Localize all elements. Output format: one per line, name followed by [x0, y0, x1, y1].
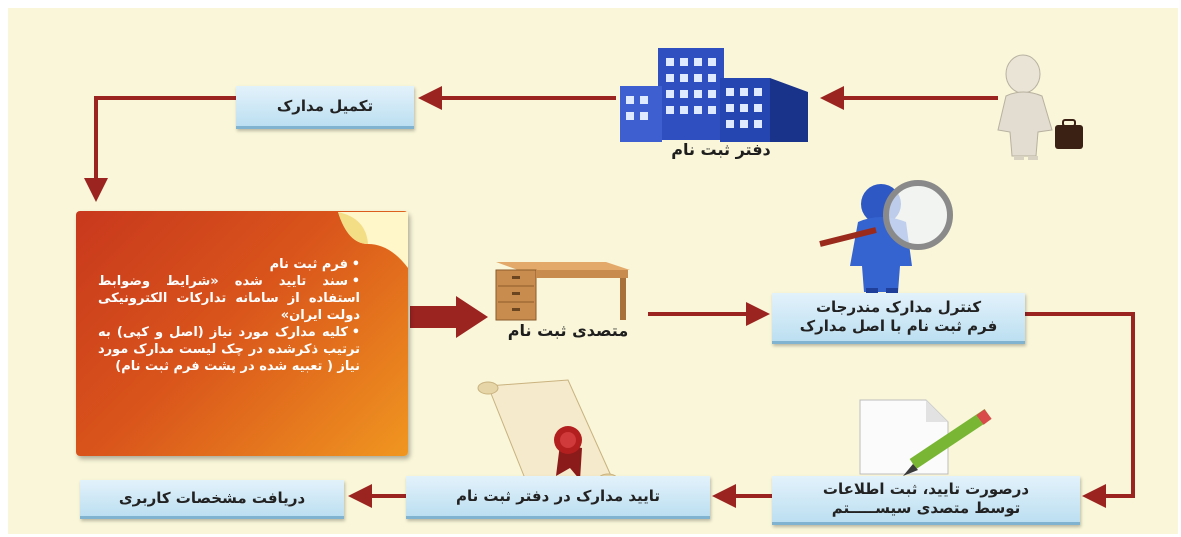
control-line2: فرم ثبت نام با اصل مدارک [799, 317, 998, 335]
receive-credentials-label: دریافت مشخصات کاربری [118, 488, 306, 507]
system-entry-box: درصورت تایید، ثبت اطلاعات توسط متصدی سیس… [772, 476, 1080, 525]
system-line2: توسط متصدی سیســـــتم [831, 499, 1021, 517]
required-documents-list: •فرم ثبت نام •سند تایید شده «شرایط وضواب… [98, 256, 360, 375]
required-documents-sheet [76, 211, 408, 456]
person-with-briefcase-icon [997, 54, 1083, 160]
document-item: •سند تایید شده «شرایط وضوابط استفاده از … [98, 274, 360, 323]
confirm-documents-box: تایید مدارک در دفتر ثبت نام [406, 476, 710, 519]
complete-documents-label: تکمیل مدارک [276, 96, 374, 115]
document-item: •کلیه مدارک مورد نیاز (اصل و کپی) به ترت… [98, 325, 360, 374]
arrow-documents-to-registrar [410, 296, 488, 338]
office-building-icon [620, 48, 808, 142]
control-documents-box: کنترل مدارک مندرجات فرم ثبت نام با اصل م… [772, 293, 1025, 344]
registrar-label: متصدی ثبت نام [507, 321, 629, 340]
system-line1: درصورت تایید، ثبت اطلاعات [822, 480, 1030, 498]
process-diagram: دفتر ثبت نام تکمیل مدارک متصدی ثبت نام ک… [8, 8, 1178, 534]
page-curl-icon [338, 212, 408, 268]
control-line1: کنترل مدارک مندرجات [815, 298, 982, 316]
magnifier-figure-icon [819, 180, 953, 296]
receive-credentials-box: دریافت مشخصات کاربری [80, 480, 344, 519]
desk-icon [495, 262, 630, 321]
arrow-control-to-system [1023, 312, 1135, 508]
registration-office-label: دفتر ثبت نام [671, 140, 771, 159]
paper-pencil-icon [859, 399, 992, 476]
document-item: •فرم ثبت نام [269, 257, 360, 272]
flow-arrows [84, 86, 1135, 508]
arrow-complete-to-documents [84, 96, 236, 202]
complete-documents-box: تکمیل مدارک [236, 86, 414, 129]
confirm-documents-label: تایید مدارک در دفتر ثبت نام [455, 486, 661, 505]
